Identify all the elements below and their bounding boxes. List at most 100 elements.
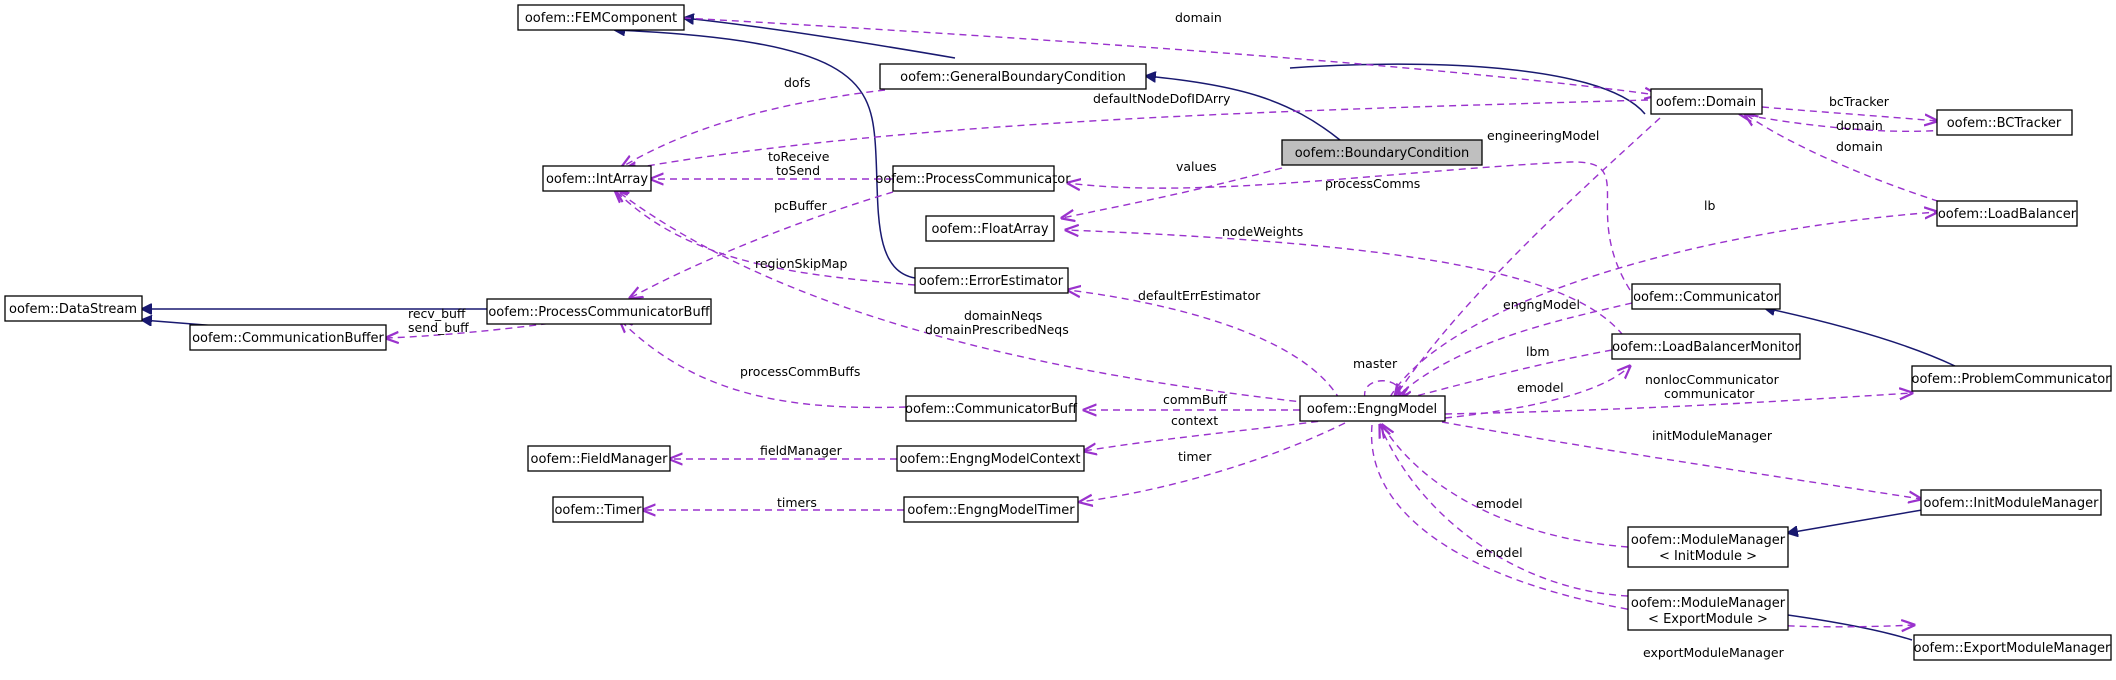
edge-modulemgr-init-engngmodel xyxy=(1382,425,1629,548)
edge-communicatorbuff-pcbuff xyxy=(620,320,907,409)
label-to-receive: toReceive xyxy=(768,149,830,164)
node-timer[interactable]: oofem::Timer xyxy=(552,496,644,523)
node-problem-communicator-label: oofem::ProblemCommunicator xyxy=(1911,372,2111,387)
node-error-estimator[interactable]: oofem::ErrorEstimator xyxy=(914,267,1069,294)
node-export-module-manager-label: oofem::ExportModuleManager xyxy=(1914,641,2111,656)
node-bc-tracker-label: oofem::BCTracker xyxy=(1947,116,2062,131)
node-load-balancer-label: oofem::LoadBalancer xyxy=(1938,207,2077,222)
node-process-communicator-buff[interactable]: oofem::ProcessCommunicatorBuff xyxy=(486,298,712,325)
label-process-comm-buffs: processCommBuffs xyxy=(740,364,860,379)
node-process-communicator[interactable]: oofem::ProcessCommunicator xyxy=(875,165,1071,192)
node-int-array[interactable]: oofem::IntArray xyxy=(542,165,652,192)
label-lb: lb xyxy=(1704,198,1715,213)
label-emodel-init: emodel xyxy=(1476,496,1523,511)
node-engng-model-context[interactable]: oofem::EngngModelContext xyxy=(896,445,1085,472)
edge-communicator-engngmodel xyxy=(1395,302,1633,398)
label-default-err-estimator: defaultErrEstimator xyxy=(1138,288,1261,303)
node-communicator-buff-label: oofem::CommunicatorBuff xyxy=(905,402,1078,417)
label-bc-tracker: bcTracker xyxy=(1829,94,1890,109)
edges xyxy=(142,18,1956,641)
edge-generalbc-to-femcomponent xyxy=(684,18,956,59)
label-pc-buffer: pcBuffer xyxy=(774,198,828,213)
edge-pcbuff-commbuffer xyxy=(386,321,561,338)
edge-engngmodel-context xyxy=(1084,419,1331,451)
edge-problemcomm-to-communicator xyxy=(1765,308,1956,367)
node-init-module-manager-label: oofem::InitModuleManager xyxy=(1924,496,2100,511)
edge-domain-to-femcomponent xyxy=(1289,63,1646,115)
node-module-manager-export-label-1: oofem::ModuleManager xyxy=(1631,596,1786,611)
node-timer-label: oofem::Timer xyxy=(554,503,642,518)
node-field-manager-label: oofem::FieldManager xyxy=(531,452,669,467)
node-fem-component[interactable]: oofem::FEMComponent xyxy=(517,4,685,31)
edge-communicator-processcomm xyxy=(1068,161,1631,291)
node-module-manager-export[interactable]: oofem::ModuleManager < ExportModule > xyxy=(1627,589,1789,631)
node-float-array[interactable]: oofem::FloatArray xyxy=(925,215,1055,242)
node-domain[interactable]: oofem::Domain xyxy=(1650,88,1763,115)
node-module-manager-init[interactable]: oofem::ModuleManager < InitModule > xyxy=(1627,526,1789,568)
node-process-communicator-buff-label: oofem::ProcessCommunicatorBuff xyxy=(488,305,710,320)
node-domain-label: oofem::Domain xyxy=(1656,95,1756,110)
edge-lbm-engngmodel-lbm xyxy=(1400,349,1613,400)
node-communication-buffer-label: oofem::CommunicationBuffer xyxy=(192,331,384,346)
node-int-array-label: oofem::IntArray xyxy=(546,172,648,187)
node-export-module-manager[interactable]: oofem::ExportModuleManager xyxy=(1913,634,2112,661)
edge-engngmodel-initmodulemanager xyxy=(1441,421,1921,499)
node-engng-model-timer[interactable]: oofem::EngngModelTimer xyxy=(903,496,1079,523)
node-boundary-condition-label: oofem::BoundaryCondition xyxy=(1295,146,1470,161)
label-context: context xyxy=(1171,413,1218,428)
label-to-send: toSend xyxy=(776,163,820,178)
node-error-estimator-label: oofem::ErrorEstimator xyxy=(919,274,1064,289)
node-communicator[interactable]: oofem::Communicator xyxy=(1631,283,1781,310)
edge-generalbc-intarray-dofs xyxy=(622,89,886,167)
node-module-manager-init-label-1: oofem::ModuleManager xyxy=(1631,533,1786,548)
label-communicator: communicator xyxy=(1664,386,1755,401)
label-node-weights: nodeWeights xyxy=(1222,224,1303,239)
node-load-balancer-monitor-label: oofem::LoadBalancerMonitor xyxy=(1612,340,1800,355)
edge-processcomm-pcbuff xyxy=(630,191,894,298)
label-comm-buff: commBuff xyxy=(1163,392,1227,407)
edge-errorestimator-intarray-regionskipmap xyxy=(615,190,916,286)
node-module-manager-init-label-2: < InitModule > xyxy=(1659,549,1757,564)
node-problem-communicator[interactable]: oofem::ProblemCommunicator xyxy=(1911,365,2112,392)
label-timer: timer xyxy=(1178,449,1212,464)
label-domain-prescribed-neqs: domainPrescribedNeqs xyxy=(925,322,1069,337)
node-init-module-manager[interactable]: oofem::InitModuleManager xyxy=(1920,489,2102,516)
node-communication-buffer[interactable]: oofem::CommunicationBuffer xyxy=(189,324,387,351)
label-domain-neqs: domainNeqs xyxy=(964,308,1042,323)
label-domain-top: domain xyxy=(1175,10,1222,25)
label-domain-lb: domain xyxy=(1836,139,1883,154)
label-process-comms: processComms xyxy=(1325,176,1420,191)
label-master: master xyxy=(1353,356,1398,371)
node-engng-model-timer-label: oofem::EngngModelTimer xyxy=(907,503,1075,518)
node-load-balancer[interactable]: oofem::LoadBalancer xyxy=(1936,200,2078,227)
node-bc-tracker[interactable]: oofem::BCTracker xyxy=(1936,109,2073,136)
node-field-manager[interactable]: oofem::FieldManager xyxy=(527,445,671,472)
edge-engngmodel-errorestimator xyxy=(1068,290,1341,401)
node-engng-model[interactable]: oofem::EngngModel xyxy=(1299,395,1446,422)
label-init-module-manager: initModuleManager xyxy=(1652,428,1773,443)
node-data-stream[interactable]: oofem::DataStream xyxy=(4,295,143,322)
node-engng-model-context-label: oofem::EngngModelContext xyxy=(899,452,1080,467)
label-engng-model: engngModel xyxy=(1503,297,1580,312)
node-communicator-buff[interactable]: oofem::CommunicatorBuff xyxy=(905,395,1078,422)
node-boundary-condition[interactable]: oofem::BoundaryCondition xyxy=(1281,139,1483,166)
node-module-manager-export-label-2: < ExportModule > xyxy=(1648,612,1768,627)
edge-domain-bctracker xyxy=(1761,106,1937,121)
label-lbm: lbm xyxy=(1526,344,1550,359)
label-region-skip-map: regionSkipMap xyxy=(755,256,848,271)
node-fem-component-label: oofem::FEMComponent xyxy=(525,11,677,26)
node-load-balancer-monitor[interactable]: oofem::LoadBalancerMonitor xyxy=(1611,333,1801,360)
edge-labels: domain dofs defaultNodeDofIDArry bcTrack… xyxy=(408,10,1890,660)
node-general-boundary-condition[interactable]: oofem::GeneralBoundaryCondition xyxy=(879,63,1147,90)
nodes: oofem::FEMComponent oofem::GeneralBounda… xyxy=(4,4,2112,661)
node-float-array-label: oofem::FloatArray xyxy=(931,222,1048,237)
edge-engngmodel-lbm-emodel xyxy=(1444,366,1630,419)
label-export-module-manager: exportModuleManager xyxy=(1643,645,1785,660)
edge-domain-engngmodel xyxy=(1395,117,1661,397)
edge-initmodulemgr-to-modulemanager xyxy=(1788,509,1923,533)
label-dofs: dofs xyxy=(784,75,811,90)
edge-engngmodel-exportmodulemanager xyxy=(1370,424,1914,627)
edge-bctracker-domain xyxy=(1740,114,1946,133)
node-communicator-label: oofem::Communicator xyxy=(1633,290,1780,305)
